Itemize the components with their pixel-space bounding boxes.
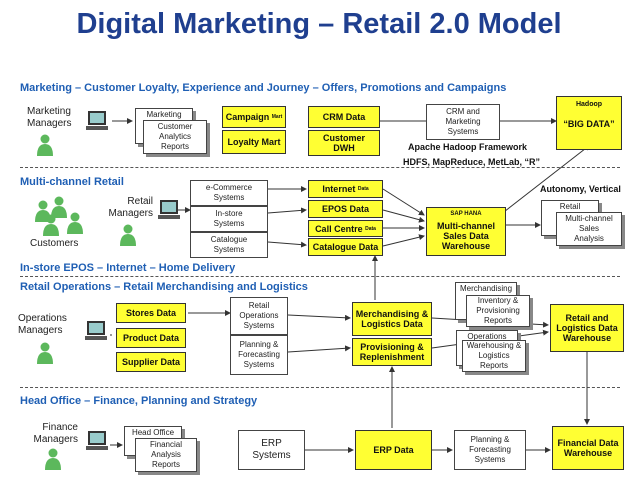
loyalty-mart[interactable]: Loyalty Mart: [222, 130, 286, 154]
link-catalogue-dw: [382, 234, 425, 247]
computer-icon: [158, 200, 180, 219]
section-operations: Retail Operations – Retail Merchandising…: [20, 281, 308, 293]
report-financial-analysis[interactable]: Financial Analysis Reports: [135, 438, 197, 472]
sap-hana-label: SAP HANA: [450, 211, 482, 217]
link-plan-prov: [287, 345, 351, 353]
crm-data[interactable]: CRM Data: [308, 106, 380, 128]
person-icon: [51, 196, 67, 218]
section-marketing: Marketing – Customer Loyalty, Experience…: [20, 82, 507, 94]
section-instore: In-store EPOS – Internet – Home Delivery: [20, 262, 236, 274]
product-data[interactable]: Product Data: [116, 328, 186, 348]
link-internet-dw: [382, 188, 425, 216]
report-head-office-label: Head Office: [131, 428, 175, 437]
report-retail-label: Retail: [559, 202, 581, 211]
catalogue-data[interactable]: Catalogue Data: [308, 238, 383, 256]
page-title: Digital Marketing – Retail 2.0 Model: [76, 8, 562, 40]
big-data-store[interactable]: Hadoop “BIG DATA”: [556, 96, 622, 150]
report-merchandising-label: Merchandising: [459, 284, 513, 293]
catalogue-systems[interactable]: Catalogue Systems: [190, 232, 268, 258]
report-multichannel-sales[interactable]: Multi-channel Sales Analysis: [556, 212, 622, 246]
retail-operations-systems[interactable]: Retail Operations Systems: [230, 297, 288, 335]
epos-data[interactable]: EPOS Data: [308, 200, 383, 218]
campaign-mart-sub: Mart: [271, 114, 283, 120]
internet-data-sub: Data: [357, 186, 369, 192]
customer-dwh[interactable]: Customer DWH: [308, 130, 380, 156]
link-ops-merch: [287, 314, 351, 321]
section-multichannel: Multi-channel Retail: [20, 176, 124, 188]
link-epos-dw: [382, 209, 425, 223]
supplier-data[interactable]: Supplier Data: [116, 352, 186, 372]
retail-managers-label: Retail Managers: [108, 196, 153, 219]
hadoop-framework-note: Apache Hadoop Framework: [408, 142, 528, 152]
financial-data-warehouse[interactable]: Financial Data Warehouse: [552, 426, 624, 470]
person-icon: [120, 224, 136, 246]
stores-data[interactable]: Stores Data: [116, 303, 186, 323]
crm-marketing-systems[interactable]: CRM and Marketing Systems: [426, 104, 500, 140]
retail-logistics-dw[interactable]: Retail and Logistics Data Warehouse: [550, 304, 624, 352]
sales-dw-label: Multi-channel Sales Data Warehouse: [437, 221, 495, 251]
report-warehousing-logistics[interactable]: Warehousing & Logistics Reports: [462, 340, 526, 372]
big-data-label: “BIG DATA”: [563, 119, 615, 129]
ecommerce-systems[interactable]: e-Commerce Systems: [190, 180, 268, 206]
person-icon: [43, 214, 59, 236]
customers-label: Customers: [30, 238, 79, 249]
person-icon: [37, 342, 53, 364]
hdfs-note: HDFS, MapReduce, MetLab, “R”: [403, 157, 541, 167]
report-customer-analytics[interactable]: Customer Analytics Reports: [143, 120, 207, 154]
marketing-managers-label: Marketing Managers: [27, 106, 72, 129]
provisioning-replenishment[interactable]: Provisioning & Replenishment: [352, 338, 432, 366]
report-operations-label: Operations: [467, 332, 507, 341]
link-instore-epos: [267, 207, 307, 214]
merch-logistics-data[interactable]: Merchandising & Logistics Data: [352, 302, 432, 336]
erp-systems[interactable]: ERP Systems: [238, 430, 305, 470]
campaign-mart-label: Campaign: [225, 112, 270, 122]
computer-icon: [85, 321, 107, 340]
instore-systems[interactable]: In-store Systems: [190, 206, 268, 232]
computer-icon: [86, 431, 108, 450]
divider-1: [20, 167, 620, 168]
call-centre-label: Call Centre: [315, 223, 363, 234]
operations-managers-label: Operations Managers: [18, 313, 67, 336]
finance-managers-label: Finance Managers: [33, 422, 78, 445]
person-icon: [45, 448, 61, 470]
internet-data[interactable]: Internet Data: [308, 180, 383, 198]
report-inventory-provisioning[interactable]: Inventory & Provisioning Reports: [466, 295, 530, 327]
divider-3: [20, 387, 620, 388]
person-icon: [37, 134, 53, 156]
divider-2: [20, 276, 620, 277]
section-headoffice: Head Office – Finance, Planning and Stra…: [20, 395, 258, 407]
link-dw-up-bigdata: [499, 144, 591, 216]
hadoop-label: Hadoop: [575, 101, 603, 108]
link-catalogue-data: [267, 241, 307, 248]
planning-forecasting-systems[interactable]: Planning & Forecasting Systems: [230, 335, 288, 375]
report-marketing-label: Marketing: [146, 110, 182, 119]
person-icon: [67, 212, 83, 234]
call-centre-data[interactable]: Call Centre Data: [308, 220, 383, 237]
internet-data-label: Internet: [322, 184, 356, 194]
campaign-mart[interactable]: Campaign Mart: [222, 106, 286, 128]
planning-forecasting-finance[interactable]: Planning & Forecasting Systems: [454, 430, 526, 470]
call-centre-sub: Data: [365, 225, 376, 232]
erp-data[interactable]: ERP Data: [355, 430, 432, 470]
autonomy-note: Autonomy, Vertical: [540, 184, 621, 194]
multichannel-sales-dw[interactable]: SAP HANA Multi-channel Sales Data Wareho…: [426, 207, 506, 256]
computer-icon: [86, 111, 108, 130]
